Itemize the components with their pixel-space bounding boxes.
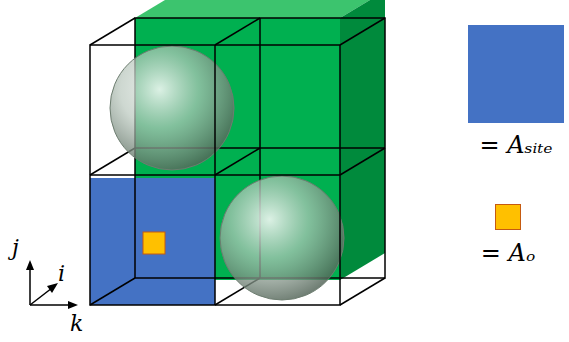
site-square bbox=[90, 178, 215, 305]
axis-label: i bbox=[58, 262, 65, 286]
green-side-face bbox=[340, 0, 385, 280]
legend-text: = Aₒ bbox=[481, 240, 535, 266]
cube-grid-front bbox=[90, 45, 340, 305]
sphere bbox=[220, 176, 344, 300]
axis-label: j bbox=[12, 236, 19, 260]
axis-label: k bbox=[70, 312, 83, 336]
orange-area bbox=[143, 232, 165, 254]
axis-arrows bbox=[26, 260, 78, 309]
legend-text: = Aₛᵢₜₑ bbox=[479, 132, 552, 158]
legend-swatch bbox=[468, 25, 564, 123]
legend-swatch bbox=[495, 204, 521, 230]
cube-grid bbox=[90, 18, 385, 305]
